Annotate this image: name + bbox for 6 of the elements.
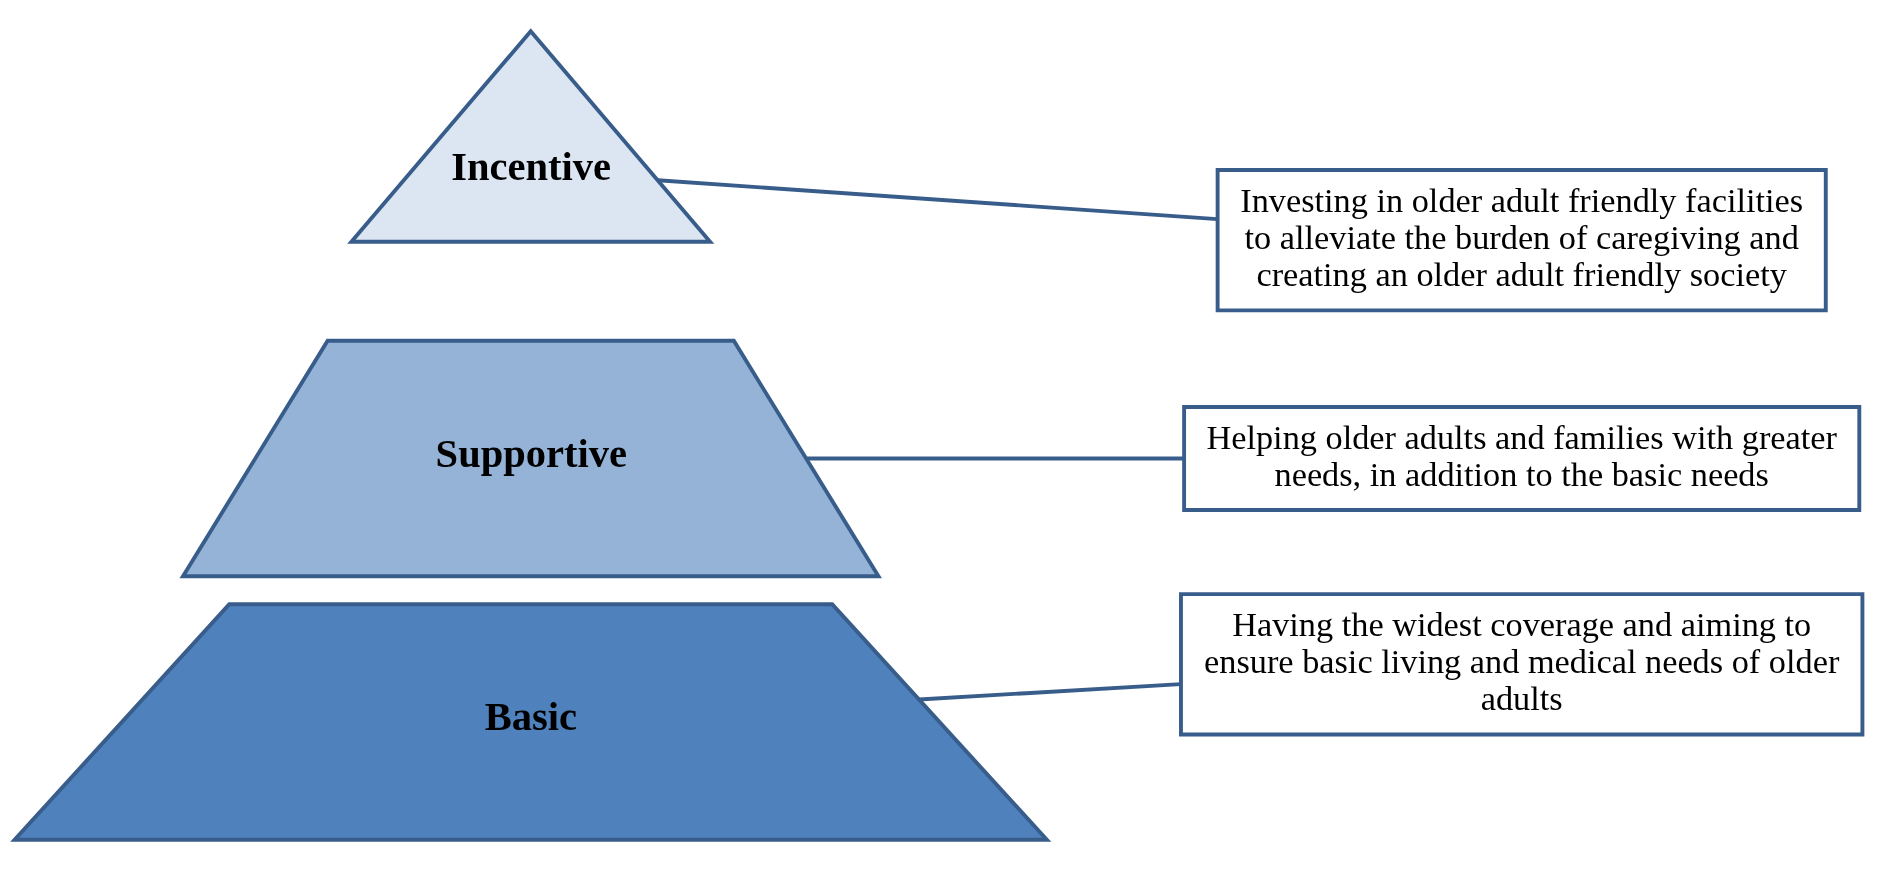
node-box: Investing in older adult friendly facilities to alleviate the burden of caregiving and creating an older adult friendly society: [1215, 167, 1828, 312]
node-box: Having the widest coverage and aiming to ensure basic living and medical needs of older adults: [1179, 591, 1865, 736]
connector: [919, 681, 1181, 701]
node-box: Helping older adults and families with greater needs, in addition to the basic needs: [1182, 404, 1862, 512]
connector: [806, 456, 1184, 460]
connector: [657, 177, 1218, 221]
